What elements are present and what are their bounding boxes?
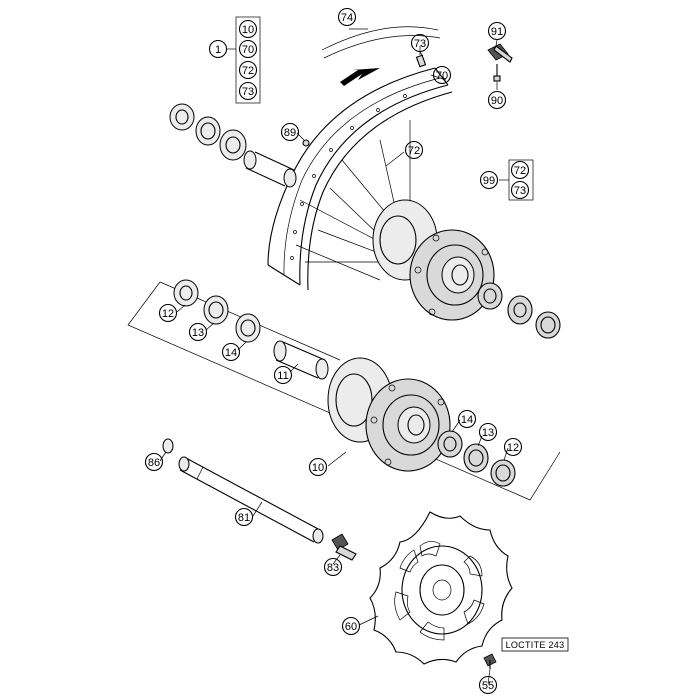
loctite-note-text: LOCTITE 243 [506, 640, 565, 650]
callout-70b: 70 [432, 65, 452, 85]
svg-text:73: 73 [242, 86, 254, 98]
upper-right-bearings [477, 282, 561, 339]
callout-14b: 14 [457, 409, 477, 429]
svg-text:99: 99 [483, 175, 495, 187]
callout-90: 90 [487, 90, 507, 110]
svg-text:14: 14 [461, 414, 473, 426]
panel-left-bearings [173, 279, 261, 343]
callout-83: 83 [323, 557, 343, 577]
callout-73a: 73 [238, 81, 258, 101]
callout-60: 60 [341, 616, 361, 636]
loctite-note: LOCTITE 243 [501, 637, 569, 652]
svg-text:81: 81 [238, 512, 250, 524]
svg-text:70: 70 [436, 70, 448, 82]
svg-text:10: 10 [242, 24, 254, 36]
svg-text:70: 70 [242, 44, 254, 56]
callout-labels: 1 10 70 72 73 74 73 70 91 90 89 72 99 72… [144, 7, 530, 695]
svg-text:1: 1 [215, 44, 221, 56]
svg-text:10: 10 [312, 462, 324, 474]
rim-tape-74 [321, 26, 441, 59]
upper-hub [372, 199, 495, 321]
callout-13a: 13 [188, 322, 208, 342]
svg-text:72: 72 [514, 165, 526, 177]
callout-70a: 70 [238, 39, 258, 59]
callout-55: 55 [478, 675, 498, 695]
svg-text:14: 14 [225, 347, 237, 359]
callout-10a: 10 [238, 19, 258, 39]
valve-core-90 [493, 64, 501, 82]
callout-74: 74 [337, 7, 357, 27]
callout-86: 86 [144, 452, 164, 472]
axle-81 [178, 456, 324, 544]
callout-14a: 14 [221, 342, 241, 362]
svg-text:12: 12 [162, 308, 174, 320]
callout-73c: 73 [510, 180, 530, 200]
svg-text:12: 12 [507, 442, 519, 454]
callout-99: 99 [479, 170, 499, 190]
svg-text:74: 74 [341, 12, 353, 24]
rim-72 [267, 67, 453, 291]
spacer-11 [273, 340, 329, 380]
callout-1: 1 [208, 39, 228, 59]
callout-89: 89 [280, 122, 300, 142]
disc-screw-55 [483, 653, 497, 669]
lower-hub-10 [327, 357, 451, 472]
valve-73 [415, 51, 427, 68]
panel-right-bearings [437, 430, 516, 487]
svg-text:13: 13 [482, 427, 494, 439]
svg-text:73: 73 [414, 38, 426, 50]
kit-boxes [235, 16, 534, 201]
svg-text:73: 73 [514, 185, 526, 197]
svg-text:89: 89 [284, 127, 296, 139]
callout-13b: 13 [478, 422, 498, 442]
svg-text:60: 60 [345, 621, 357, 633]
callout-81: 81 [234, 507, 254, 527]
callout-91: 91 [487, 21, 507, 41]
callout-12b: 12 [503, 437, 523, 457]
callout-73b: 73 [410, 33, 430, 53]
axle-nut-86 [162, 438, 174, 454]
svg-text:91: 91 [491, 26, 503, 38]
rotation-arrow [340, 68, 380, 86]
callout-72c: 72 [510, 160, 530, 180]
upper-left-bearings [169, 103, 297, 188]
svg-text:72: 72 [242, 65, 254, 77]
callout-11: 11 [273, 365, 293, 385]
callout-72b: 72 [404, 140, 424, 160]
svg-text:90: 90 [491, 95, 503, 107]
callout-12a: 12 [158, 303, 178, 323]
screw-89 [302, 139, 310, 147]
rim-spoke-holes [290, 94, 407, 260]
svg-text:83: 83 [327, 562, 339, 574]
svg-text:11: 11 [277, 370, 288, 382]
svg-text:13: 13 [192, 327, 204, 339]
svg-text:55: 55 [482, 680, 494, 692]
callout-10b: 10 [308, 457, 328, 477]
svg-text:86: 86 [148, 457, 160, 469]
callout-72a: 72 [238, 60, 258, 80]
valve-cap-91 [487, 43, 513, 63]
svg-text:72: 72 [408, 145, 420, 157]
bolt-83 [331, 533, 357, 561]
brake-disc-60 [369, 511, 513, 665]
